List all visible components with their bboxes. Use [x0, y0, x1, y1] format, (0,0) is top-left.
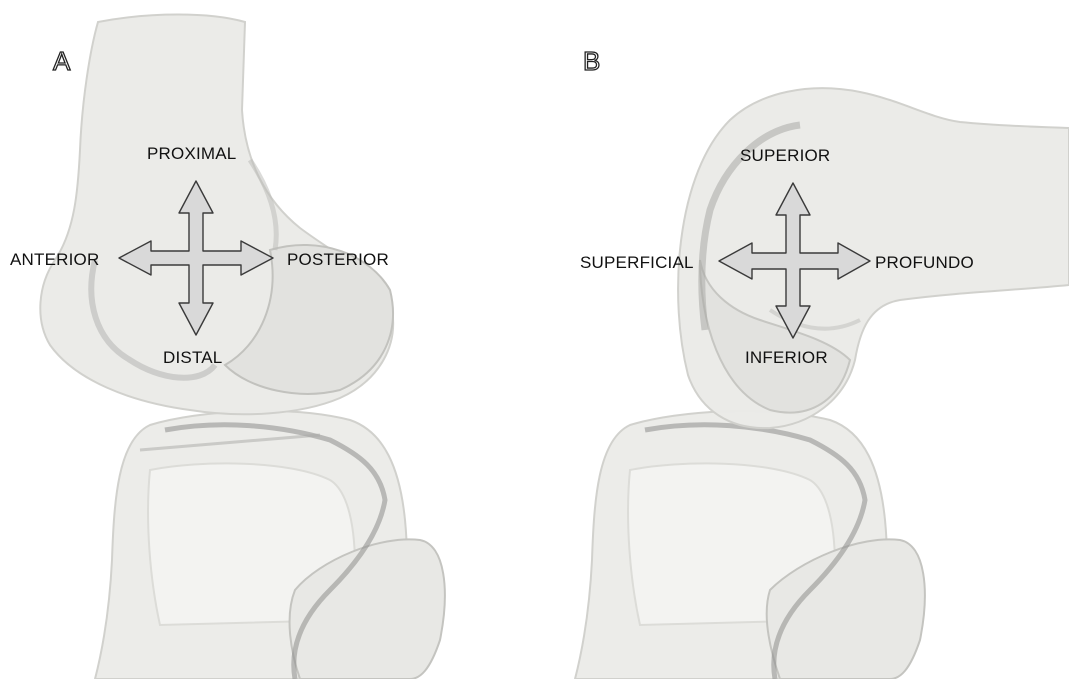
panel-a-letter: A — [53, 46, 70, 77]
panel-b-label-superior: SUPERIOR — [740, 146, 830, 166]
panel-b-label-inferior: INFERIOR — [745, 348, 828, 368]
panel-b-label-superficial: SUPERFICIAL — [580, 253, 694, 273]
panel-a-label-proximal: PROXIMAL — [147, 144, 236, 164]
panel-a-label-anterior: ANTERIOR — [10, 250, 99, 270]
panel-a-label-posterior: POSTERIOR — [287, 250, 389, 270]
panel-a-label-distal: DISTAL — [163, 348, 222, 368]
panel-b-bones — [575, 88, 1069, 679]
panel-b-label-profundo: PROFUNDO — [875, 253, 974, 273]
panel-a-bones — [40, 15, 445, 679]
panel-b-letter: B — [583, 46, 600, 77]
